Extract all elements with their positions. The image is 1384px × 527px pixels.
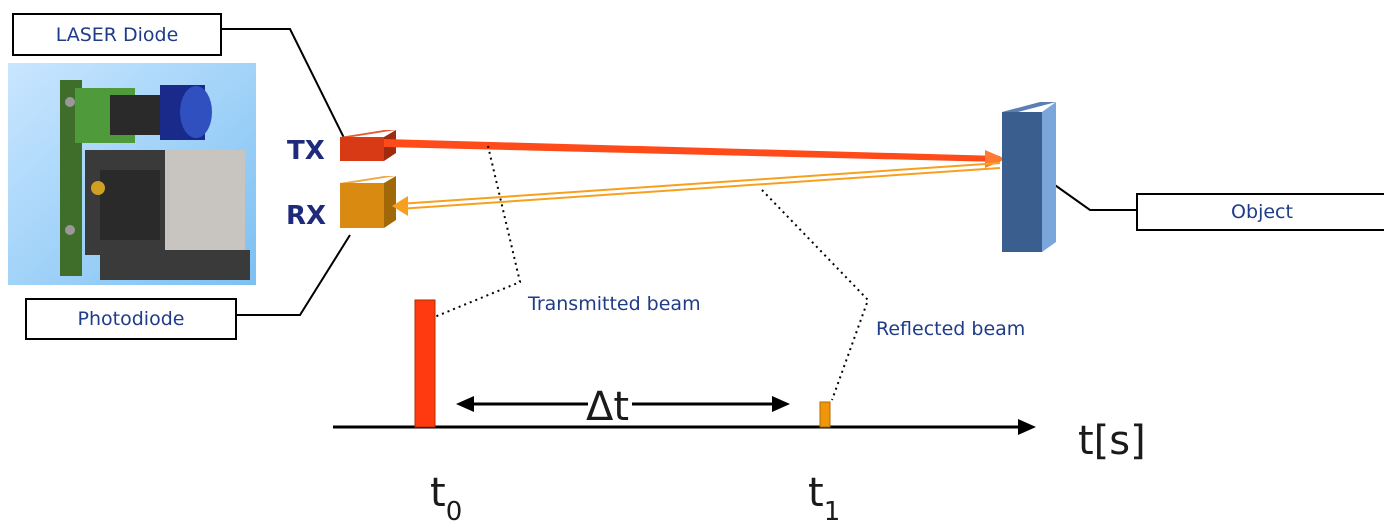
t1-label: t1 [808,470,840,527]
t1-subscript: 1 [823,497,841,527]
delta-t-label: Δt [586,384,630,430]
delta-arrow-right-head [772,396,790,412]
transmitted-beam-label: Transmitted beam [528,293,701,315]
object-connector [1051,182,1136,211]
t0-label: t0 [430,470,462,527]
time-axis-arrowhead [1018,419,1036,435]
rx-receiver [340,176,396,228]
delta-arrow-left-head [456,396,474,412]
photodiode-connector [237,234,351,316]
device-photo [8,63,256,285]
transmitted-pulse [414,299,436,428]
reflected-beam-line-1 [397,162,1001,205]
time-axis-label: t[s] [1078,418,1146,464]
t1-base: t [808,470,824,516]
reflected-beam-arrowhead [392,196,408,216]
reflected-beam-label: Reflected beam [876,318,1026,340]
t0-base: t [430,470,446,516]
laser-diode-label: LASER Diode [12,13,222,56]
rx-label: RX [286,201,327,231]
transmitted-leader [431,145,522,319]
object-target [1002,102,1056,252]
tx-label: TX [287,136,325,166]
laser-diode-connector [222,28,351,151]
reflected-beam-line-2 [397,167,1001,210]
reflected-pulse [819,401,831,428]
t0-subscript: 0 [445,497,463,527]
photodiode-label: Photodiode [25,298,237,340]
object-label: Object [1136,193,1384,231]
transmitted-beam [384,139,1000,162]
reflected-leader [761,189,870,401]
